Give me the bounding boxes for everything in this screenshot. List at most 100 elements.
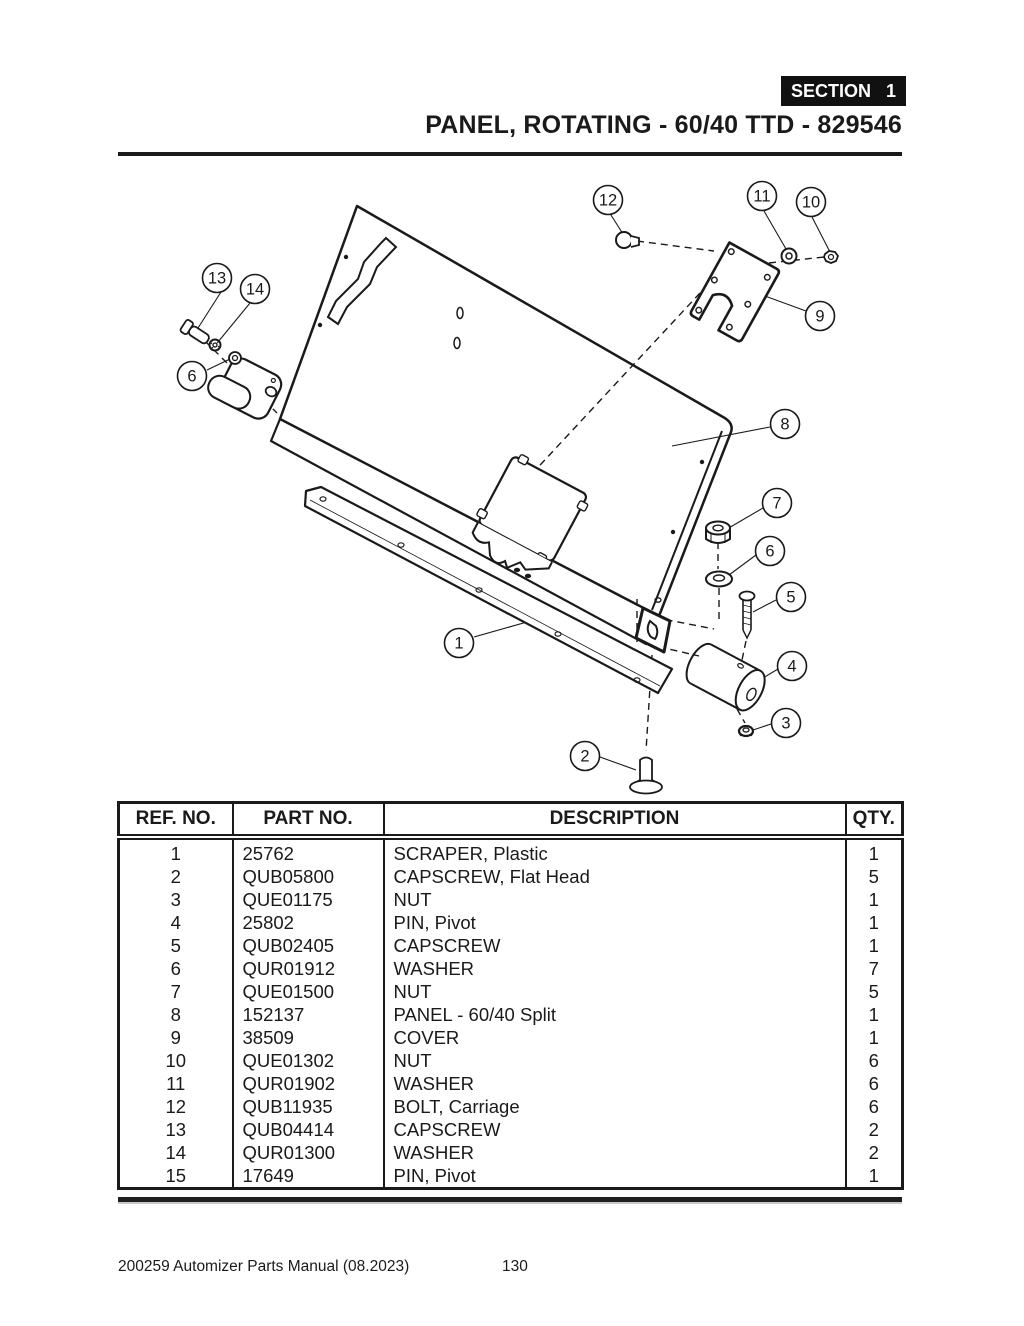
cell-ref-no: 8 — [117, 1003, 234, 1026]
svg-text:12: 12 — [599, 192, 617, 210]
cell-ref-no: 15 — [117, 1164, 234, 1189]
page-title: PANEL, ROTATING - 60/40 TTD - 829546 — [425, 111, 902, 139]
cell-description: PANEL - 60/40 Split — [382, 1003, 847, 1026]
scraper-bar — [303, 485, 674, 695]
svg-text:9: 9 — [815, 308, 824, 326]
cell-qty: 1 — [844, 1026, 904, 1049]
footer-page-number: 130 — [502, 1258, 528, 1275]
cell-qty: 6 — [844, 1072, 904, 1095]
svg-text:7: 7 — [772, 495, 781, 513]
callout-14: 14 — [239, 273, 271, 305]
cover-plate — [689, 241, 781, 343]
svg-text:6: 6 — [765, 543, 774, 561]
cell-ref-no: 2 — [117, 865, 234, 888]
cell-qty: 5 — [844, 980, 904, 1003]
flathead-capscrew-2 — [629, 756, 663, 795]
callout-11: 11 — [746, 180, 778, 212]
svg-text:1: 1 — [454, 635, 463, 653]
pivot-boss — [207, 374, 252, 410]
cell-description: NUT — [382, 1049, 847, 1072]
cell-qty: 1 — [844, 1164, 904, 1189]
callout-6: 6 — [754, 535, 786, 567]
svg-text:5: 5 — [786, 589, 795, 607]
svg-text:8: 8 — [780, 416, 789, 434]
callout-9: 9 — [804, 300, 836, 332]
cell-description: CAPSCREW, Flat Head — [382, 865, 847, 888]
section-badge-label: SECTION — [791, 80, 872, 101]
cell-description: WASHER — [382, 957, 847, 980]
panel-60-40 — [269, 204, 733, 646]
cell-part-no: QUE01302 — [231, 1049, 385, 1072]
cell-qty: 1 — [844, 837, 904, 865]
cell-part-no: QUR01902 — [231, 1072, 385, 1095]
cell-part-no: QUE01500 — [231, 980, 385, 1003]
cell-ref-no: 11 — [117, 1072, 234, 1095]
rail-hole — [524, 573, 532, 579]
cell-ref-no: 10 — [117, 1049, 234, 1072]
cell-qty: 7 — [844, 957, 904, 980]
carriage-bolt-12 — [615, 231, 640, 249]
parts-table-header-row: REF. NO. PART NO. DESCRIPTION QTY. — [117, 801, 904, 840]
corner-hinge — [634, 606, 672, 654]
nut-3 — [737, 724, 755, 738]
cell-ref-no: 14 — [117, 1141, 234, 1164]
callout-5: 5 — [775, 581, 807, 613]
cell-description: SCRAPER, Plastic — [382, 837, 847, 865]
cell-description: BOLT, Carriage — [382, 1095, 847, 1118]
svg-text:10: 10 — [802, 194, 820, 212]
washer-6-right — [705, 570, 733, 588]
callout-1: 1 — [443, 627, 475, 659]
cell-ref-no: 5 — [117, 934, 234, 957]
cell-description: PIN, Pivot — [382, 911, 847, 934]
callout-13: 13 — [201, 262, 233, 294]
col-header-part-no: PART NO. — [231, 801, 385, 840]
svg-text:4: 4 — [787, 658, 796, 676]
cell-qty: 1 — [844, 911, 904, 934]
pivot-bracket — [207, 357, 283, 420]
cell-description: PIN, Pivot — [382, 1164, 847, 1189]
cell-part-no: QUE01175 — [231, 888, 385, 911]
washer-6-left — [228, 351, 242, 365]
callout-6: 6 — [176, 360, 208, 392]
cell-part-no: 38509 — [231, 1026, 385, 1049]
cell-qty: 1 — [844, 1003, 904, 1026]
cell-description: CAPSCREW — [382, 1118, 847, 1141]
cell-part-no: 17649 — [231, 1164, 385, 1189]
cell-part-no: 152137 — [231, 1003, 385, 1026]
nut-10 — [823, 250, 840, 264]
cell-part-no: QUB05800 — [231, 865, 385, 888]
cell-qty: 1 — [844, 934, 904, 957]
callout-10: 10 — [795, 186, 827, 218]
capscrew-13 — [179, 319, 210, 345]
cell-part-no: QUB11935 — [231, 1095, 385, 1118]
col-header-qty: QTY. — [844, 801, 904, 840]
cell-ref-no: 6 — [117, 957, 234, 980]
callout-12: 12 — [592, 184, 624, 216]
cell-ref-no: 1 — [117, 837, 234, 865]
cell-qty: 2 — [844, 1141, 904, 1164]
svg-text:14: 14 — [246, 281, 264, 299]
title-rule — [118, 152, 902, 156]
cell-description: NUT — [382, 980, 847, 1003]
cell-qty: 1 — [844, 888, 904, 911]
washer-14 — [208, 338, 222, 352]
capscrew-5 — [738, 590, 756, 640]
cell-description: WASHER — [382, 1072, 847, 1095]
